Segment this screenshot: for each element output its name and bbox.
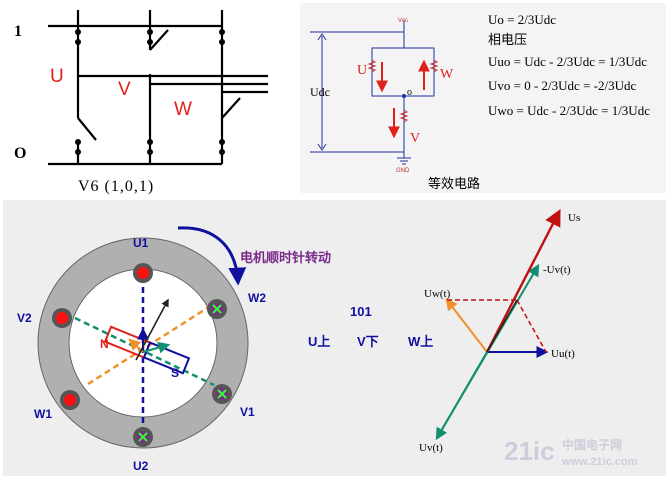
label-uu: Uu(t)	[551, 348, 575, 360]
rotation-note: 电机顺时针转动	[240, 250, 331, 265]
winding-u2	[133, 427, 153, 447]
winding-u1	[133, 263, 153, 283]
equiv-v-label: V	[410, 131, 420, 146]
equivalent-caption: 等效电路	[428, 176, 480, 191]
south-pole-label: S	[171, 366, 179, 380]
neutral-o-label: o	[407, 87, 412, 98]
label-u2: U2	[133, 459, 149, 473]
north-pole-label: N	[100, 337, 109, 351]
state-u: U上	[308, 334, 330, 349]
udc-label: Udc	[310, 85, 330, 99]
eq-uo: Uo = 2/3Udc	[488, 12, 556, 27]
state-code: 101	[350, 304, 372, 319]
equiv-w-label: W	[440, 67, 454, 82]
bridge-caption: V6 (1,0,1)	[78, 178, 154, 195]
rail-bottom-label: O	[14, 145, 26, 162]
label-u1: U1	[133, 236, 149, 250]
vector-us	[485, 209, 561, 353]
gnd-label: GND	[396, 168, 410, 174]
phase-u-label: U	[50, 66, 64, 87]
watermark: 21ic 中国电子网 www.21ic.com	[504, 436, 638, 468]
winding-w2	[207, 299, 227, 319]
rail-top-label: 1	[14, 23, 22, 40]
label-v1: V1	[240, 405, 255, 419]
state-v: V下	[357, 334, 379, 349]
watermark-site: 中国电子网	[562, 437, 622, 452]
vector-uw	[445, 298, 488, 353]
equivalent-panel-bg	[300, 3, 666, 193]
label-v2: V2	[17, 311, 32, 325]
vector-diagram: Us -Uv(t) Uw(t) Uu(t) Uv(t)	[419, 209, 580, 454]
winding-w1	[60, 390, 80, 410]
label-uv: Uv(t)	[419, 442, 443, 454]
winding-v1	[212, 384, 232, 404]
label-uw: Uw(t)	[424, 288, 451, 300]
eq-uvo: Uvo = 0 - 2/3Udc = -2/3Udc	[488, 78, 636, 93]
label-us: Us	[568, 212, 580, 224]
vcc-label: Vcc	[398, 18, 408, 24]
motor-stator: N S U1 U2 V2 V1 W1	[17, 236, 266, 473]
watermark-logo: 21ic	[504, 436, 555, 466]
eq-uuo: Uuo = Udc - 2/3Udc = 1/3Udc	[488, 54, 647, 69]
equivalent-circuit-panel: Vcc Udc U W V o GND Uo = 2/3Udc 相电压 Uuo …	[300, 3, 666, 193]
eq-uwo: Uwo = Udc - 2/3Udc = 1/3Udc	[488, 103, 650, 118]
rotation-arrow-icon	[177, 226, 247, 286]
state-w: W上	[408, 334, 433, 349]
label-w1: W1	[34, 407, 52, 421]
phase-w-label: W	[174, 99, 192, 120]
winding-v2	[52, 308, 72, 328]
phase-voltage-heading: 相电压	[488, 32, 527, 47]
label-neg-uv: -Uv(t)	[543, 264, 571, 276]
equiv-u-label: U	[357, 63, 367, 78]
phase-v-label: V	[118, 79, 131, 100]
watermark-url: www.21ic.com	[561, 456, 638, 468]
label-w2: W2	[248, 291, 266, 305]
inverter-bridge: 1 O U V W V6 (1,0,1)	[14, 10, 268, 195]
